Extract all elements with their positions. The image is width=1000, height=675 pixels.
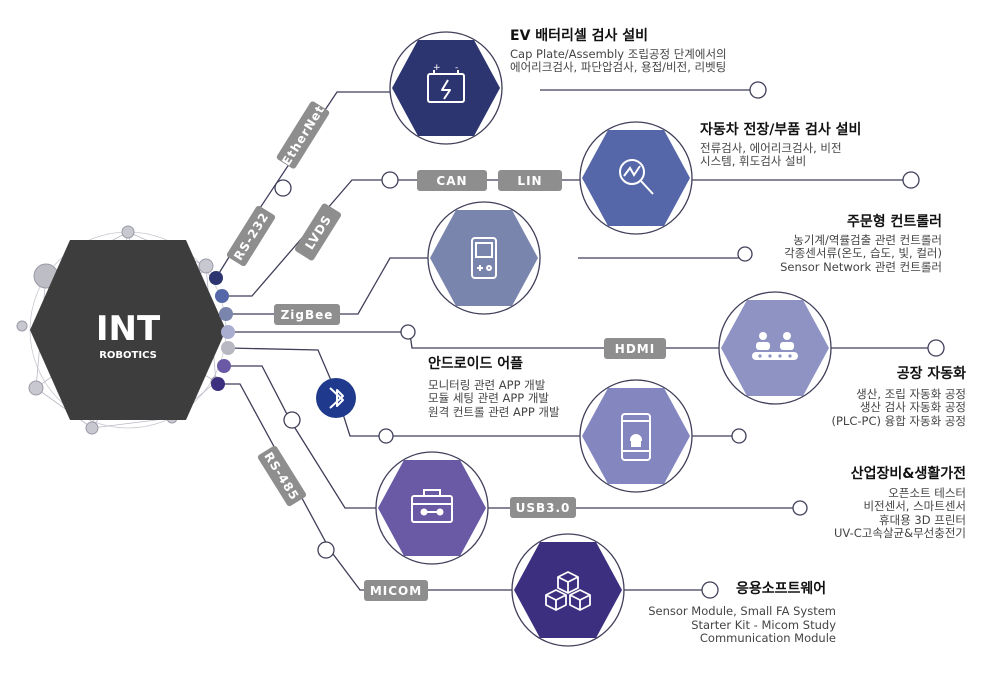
tag-lin: LIN [517, 174, 542, 188]
hub-ports [209, 271, 235, 391]
controller-title: 주문형 컨트롤러 [846, 214, 942, 230]
factory-line-2: 생산 검사 자동화 공정 [859, 400, 966, 415]
hub-title: INT [96, 309, 161, 349]
hub-nodes [16, 225, 222, 435]
software-line-2: Starter Kit - Micom Study [691, 617, 836, 632]
svg-text:+: + [433, 63, 441, 73]
industrial-line-4: UV-C고속살균&무선충전기 [834, 526, 966, 541]
svg-text:-: - [455, 63, 458, 73]
ev-battery-text: EV 배터리셀 검사 설비 Cap Plate/Assembly 조립공정 단계… [510, 28, 770, 75]
factory-line-1: 생산, 조립 자동화 공정 [856, 386, 966, 401]
hub-subtitle: ROBOTICS [99, 350, 157, 361]
factory-line-3: (PLC-PC) 융합 자동화 공정 [831, 413, 967, 428]
toolbox-icon [411, 489, 453, 523]
software-text: 응용소프트웨어 [736, 581, 936, 598]
tag-ethernet: EtherNet [279, 103, 327, 168]
ev-battery-line-2: 에어리크검사, 파단압검사, 용접/비전, 리벳팅 [510, 60, 727, 75]
industrial-line-1: 오픈소트 테스터 [888, 485, 966, 500]
android-title: 안드로이드 어플 [428, 356, 524, 372]
hub-hexagon [30, 240, 226, 420]
industrial-node [375, 451, 489, 565]
ev-battery-line-1: Cap Plate/Assembly 조립공정 단계에서의 [510, 46, 727, 61]
automotive-text: 자동차 전장/부품 검사 설비 전류검사, 에어리크검사, 비전 시스템, 휘도… [700, 122, 940, 169]
industrial-line-3: 휴대용 3D 프린터 [879, 512, 966, 527]
factory-title: 공장 자동화 [896, 366, 966, 382]
automotive-line-2: 시스템, 휘도검사 설비 [700, 154, 807, 169]
bluetooth-icon [316, 378, 356, 418]
tag-micom: MICOM [370, 584, 422, 598]
controller-node [427, 201, 541, 315]
controller-text: 주문형 컨트롤러 농기계/역률검출 관련 컨트롤러 각종센서류(온도, 습도, … [720, 214, 942, 274]
automotive-node [579, 121, 693, 235]
controller-line-2: 각종센서류(온도, 습도, 빛, 컬러) [784, 246, 942, 261]
ev-battery-title: EV 배터리셀 검사 설비 [510, 28, 649, 44]
battery-icon: + - [427, 63, 465, 103]
software-title: 응용소프트웨어 [736, 581, 827, 597]
industrial-text: 산업장비&생활가전 오픈소트 테스터 비전센서, 스마트센서 휴대용 3D 프린… [740, 466, 966, 541]
controller-line-1: 농기계/역률검출 관련 컨트롤러 [793, 232, 942, 247]
tag-zigbee: ZigBee [281, 308, 334, 322]
industrial-title: 산업장비&생활가전 [850, 466, 966, 482]
factory-text: 공장 자동화 생산, 조립 자동화 공정 생산 검사 자동화 공정 (PLC-P… [760, 366, 967, 428]
android-text: 안드로이드 어플 모니터링 관련 APP 개발 모듈 세팅 관련 APP 개발 … [428, 356, 628, 419]
cubes-icon [545, 571, 591, 611]
android-line-2: 모듈 세팅 관련 APP 개발 [428, 391, 549, 406]
automotive-title: 자동차 전장/부품 검사 설비 [700, 122, 862, 138]
industrial-line-2: 비전센서, 스마트센서 [863, 499, 966, 514]
software-line-3: Communication Module [699, 631, 836, 646]
software-line-1: Sensor Module, Small FA System [648, 604, 836, 618]
tag-can: CAN [436, 174, 467, 188]
tag-usb3: USB3.0 [516, 501, 571, 515]
handheld-device-icon [471, 237, 497, 279]
junction-nodes [274, 81, 945, 599]
software-node [511, 533, 625, 647]
android-line-1: 모니터링 관련 APP 개발 [428, 377, 546, 392]
automotive-line-1: 전류검사, 에어리크검사, 비전 [700, 140, 842, 155]
magnifier-icon [619, 159, 654, 195]
tag-hdmi: HDMI [615, 342, 655, 356]
conveyor-people-icon [752, 332, 798, 360]
software-desc: Sensor Module, Small FA System Starter K… [600, 604, 836, 646]
ev-battery-node: + - [389, 31, 503, 145]
factory-node [718, 291, 832, 405]
android-phone-icon [621, 413, 651, 461]
controller-line-3: Sensor Network 관련 컨트롤러 [780, 259, 942, 274]
android-line-3: 원격 컨트롤 관련 APP 개발 [428, 404, 560, 419]
android-node [579, 379, 693, 493]
